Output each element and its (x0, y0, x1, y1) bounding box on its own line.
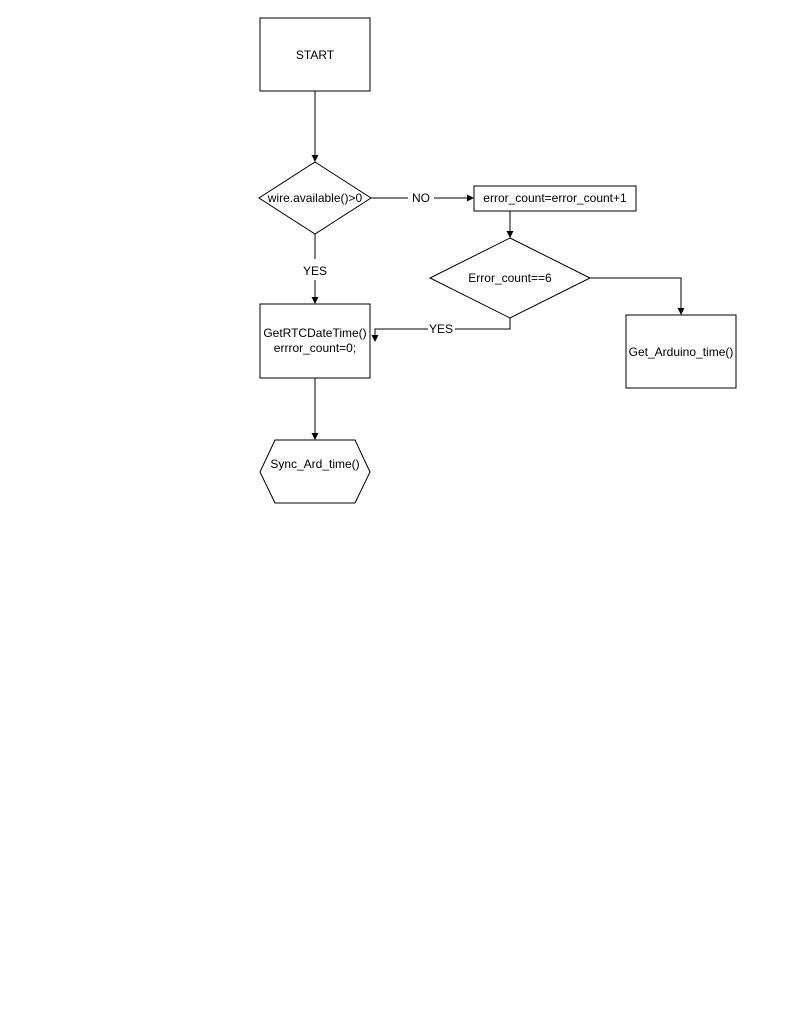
edge-rtc-to-sync (311, 378, 319, 440)
start-node: START (259, 17, 371, 92)
sync-ard-time-node: Sync_Ard_time() (259, 439, 371, 504)
get-arduino-time-node: Get_Arduino_time() (625, 314, 737, 389)
edge-error-check-to-arduino (590, 277, 685, 315)
edge-error-check-yes: YES (371, 318, 511, 342)
edge-start-to-wire-check (311, 91, 319, 162)
sync-ard-time-label: Sync_Ard_time() (270, 457, 359, 471)
error-count-decision: Error_count==6 (428, 237, 592, 319)
error-count-decision-label: Error_count==6 (468, 271, 552, 285)
edge-wire-check-yes: YES (303, 234, 327, 304)
edge-increment-to-error-check (506, 211, 514, 238)
get-arduino-time-label: Get_Arduino_time() (629, 345, 734, 359)
yes-label-error: YES (429, 322, 453, 336)
wire-available-label: wire.available()>0 (267, 191, 363, 205)
yes-label-main: YES (303, 264, 327, 278)
reset-error-count-label: errror_count=0; (274, 341, 356, 355)
get-rtc-datetime-node: GetRTCDateTime() errror_count=0; (259, 303, 371, 379)
get-rtc-datetime-label: GetRTCDateTime() (263, 326, 366, 340)
start-label: START (296, 48, 335, 62)
no-label: NO (412, 191, 430, 205)
edge-wire-check-no: NO (371, 191, 474, 205)
wire-available-decision: wire.available()>0 (258, 161, 372, 235)
error-count-increment-label: error_count=error_count+1 (483, 191, 627, 205)
error-count-increment-node: error_count=error_count+1 (473, 185, 637, 212)
